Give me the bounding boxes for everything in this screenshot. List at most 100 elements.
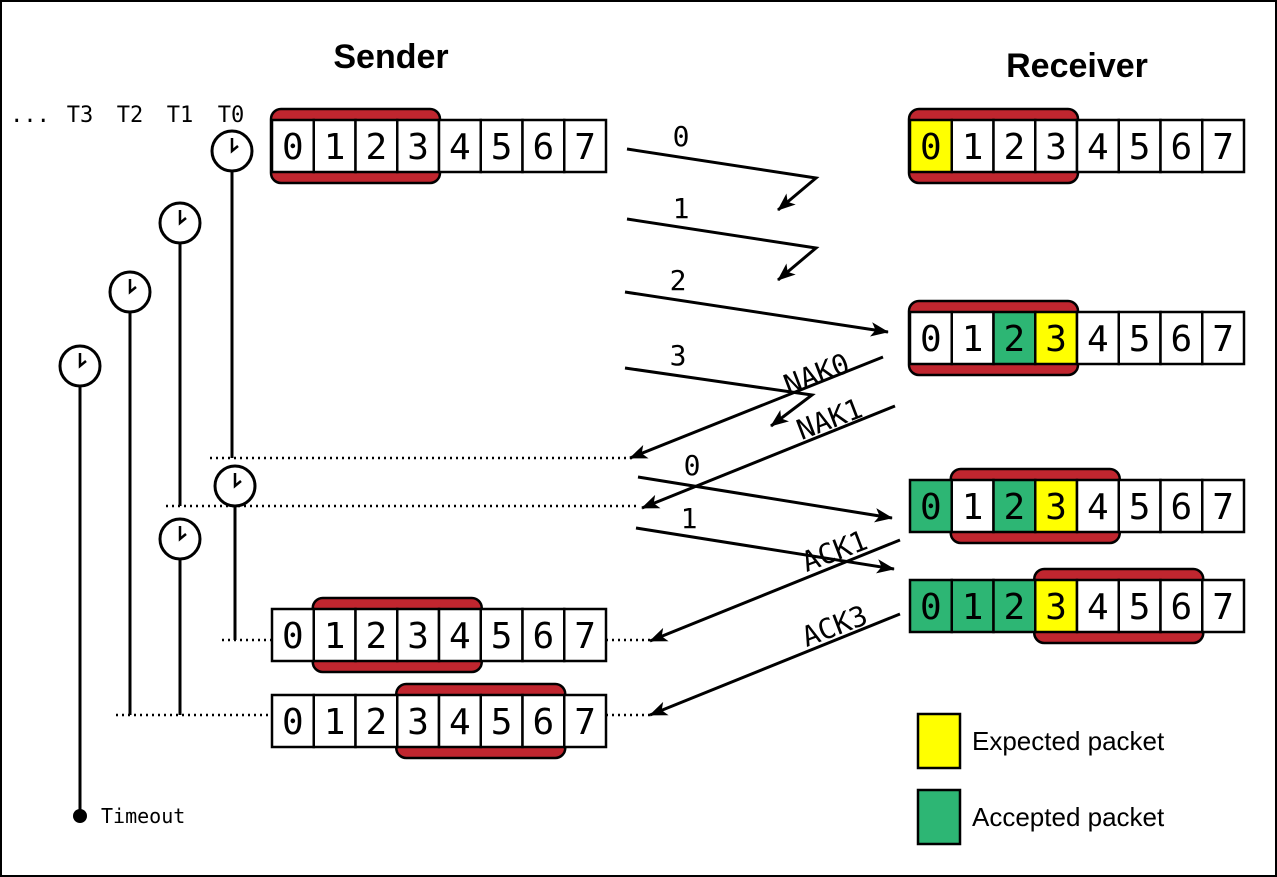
packet-number: 5: [1129, 127, 1151, 168]
packet-cell: [354, 118, 399, 174]
packet-cell: [950, 118, 995, 174]
packet-cell: [950, 578, 995, 634]
message-label-2: 2: [670, 264, 687, 297]
ack1-arrow: [649, 538, 901, 643]
packet-cell: [1034, 478, 1079, 534]
packet-cell: [1117, 578, 1162, 634]
legend: Expected packet Accepted packet: [916, 712, 1165, 846]
packet-number: 5: [1129, 587, 1151, 628]
legend-swatch-expected: [916, 712, 962, 770]
dotted-guides: [116, 456, 652, 717]
packet-cell: [521, 118, 566, 174]
packet-cell: [354, 607, 399, 663]
packet-number: 6: [1171, 487, 1193, 528]
packet-number: 7: [574, 127, 596, 168]
packet-number: 4: [1087, 319, 1109, 360]
packet-number: 4: [449, 616, 471, 657]
message-label-1: 1: [673, 192, 690, 225]
lost-packet-3-arrow: [624, 366, 816, 428]
packet-number: 3: [407, 127, 429, 168]
packet-cell: [521, 693, 566, 749]
timer-label-ellipsis: ...: [10, 103, 50, 128]
timeout-dot: [73, 809, 87, 823]
timer-label-t0: T0: [218, 103, 245, 128]
packet-number: 4: [1087, 587, 1109, 628]
packet-cell: [521, 607, 566, 663]
packet-cell: [563, 607, 608, 663]
packet-number: 1: [324, 616, 346, 657]
packet-cell: [312, 693, 357, 749]
packet-number: 3: [1045, 487, 1067, 528]
packet-cell: [950, 310, 995, 366]
legend-swatch-accepted: [916, 788, 962, 846]
clock-icon: [213, 464, 257, 508]
legend-label-expected: Expected packet: [972, 726, 1165, 756]
timeout-label: Timeout: [101, 804, 185, 828]
packet-number: 2: [1004, 127, 1026, 168]
packet-cell: [992, 118, 1037, 174]
packet-2-arrow: [624, 290, 889, 337]
packet-number: 6: [1171, 319, 1193, 360]
sender-title: Sender: [333, 38, 448, 76]
packet-number: 6: [1171, 127, 1193, 168]
packet-number: 0: [282, 616, 304, 657]
resend-packet-1-arrow: [635, 526, 895, 574]
packet-cell: [396, 693, 441, 749]
packet-cell: [992, 478, 1037, 534]
packet-number: 2: [1004, 587, 1026, 628]
packet-cell: [563, 118, 608, 174]
packet-number: 7: [1212, 127, 1234, 168]
packet-number: 1: [962, 127, 984, 168]
packet-cell: [1075, 310, 1120, 366]
timer-label-t2: T2: [117, 103, 144, 128]
packet-cell: [354, 693, 399, 749]
packet-number: 0: [282, 127, 304, 168]
packet-number: 0: [920, 319, 942, 360]
timer-lines: [73, 170, 237, 823]
packet-number: 3: [407, 702, 429, 743]
packet-number: 0: [920, 487, 942, 528]
clock-icon: [58, 344, 102, 388]
receiver-title: Receiver: [1006, 47, 1148, 85]
message-label-resend-0: 0: [684, 449, 701, 482]
packet-cell: [396, 607, 441, 663]
packet-cell: [908, 118, 953, 174]
packet-number: 1: [962, 487, 984, 528]
packet-number: 5: [1129, 319, 1151, 360]
packet-number: 4: [449, 702, 471, 743]
packet-number: 3: [1045, 587, 1067, 628]
packet-number: 3: [1045, 319, 1067, 360]
packet-number: 1: [324, 702, 346, 743]
clock-icon: [158, 201, 202, 245]
packet-cell: [563, 693, 608, 749]
legend-label-accepted: Accepted packet: [972, 802, 1165, 832]
packet-number: 6: [533, 616, 555, 657]
packet-number: 4: [449, 127, 471, 168]
packet-number: 7: [1212, 487, 1234, 528]
packet-cell: [396, 118, 441, 174]
packet-number: 6: [533, 702, 555, 743]
clock-icon: [108, 270, 152, 314]
packet-number: 2: [1004, 487, 1026, 528]
packet-number: 7: [574, 702, 596, 743]
nak1-arrow: [641, 404, 896, 510]
packet-number: 0: [282, 702, 304, 743]
packet-cell: [1159, 478, 1204, 534]
packet-number: 0: [920, 127, 942, 168]
packet-number: 4: [1087, 487, 1109, 528]
packet-number: 1: [324, 127, 346, 168]
packet-number: 2: [366, 702, 388, 743]
packet-cell: [479, 607, 524, 663]
clock-icon: [210, 129, 254, 173]
packet-cell: [950, 478, 995, 534]
timer-label-t3: T3: [67, 103, 94, 128]
packet-number: 3: [407, 616, 429, 657]
lost-packet-0-arrow: [626, 147, 820, 212]
